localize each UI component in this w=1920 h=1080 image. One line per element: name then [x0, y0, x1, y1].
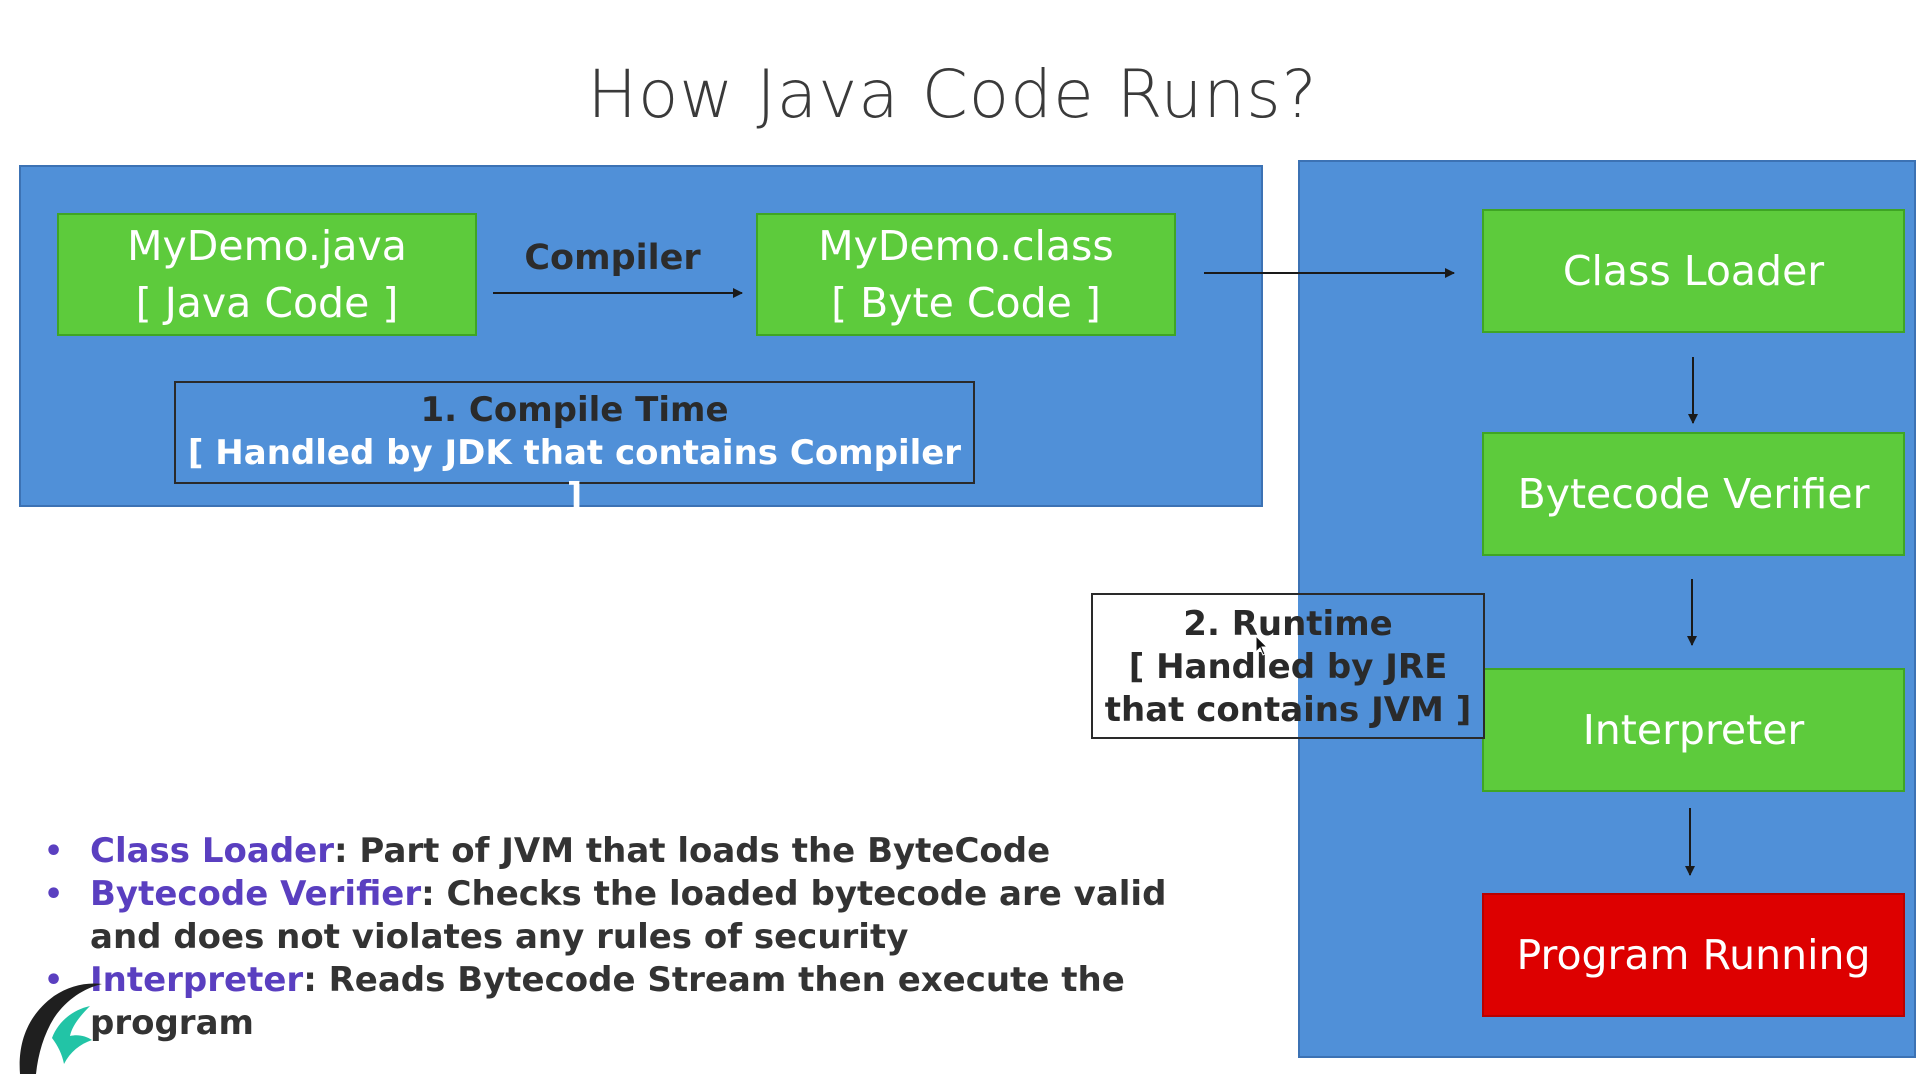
bullet-icon: •: [44, 834, 64, 869]
definition-term: Class Loader: [90, 831, 334, 871]
definition-text: : Checks the loaded bytecode are valid a…: [90, 874, 1167, 957]
definition-item: • Bytecode Verifier: Checks the loaded b…: [40, 873, 1240, 959]
compile-time-note-detail: [ Handled by JDK that contains Compiler …: [187, 433, 962, 516]
runtime-note-detail-1: [ Handled by JRE: [1128, 647, 1448, 687]
compile-time-note-heading: 1. Compile Time: [420, 390, 729, 430]
definition-term: Interpreter: [90, 960, 304, 1000]
compiler-label: Compiler: [524, 238, 701, 278]
bytecode-verifier-label: Bytecode Verifier: [1517, 469, 1870, 518]
mouse-cursor-icon: [1255, 635, 1269, 656]
class-file-name: MyDemo.class: [818, 221, 1114, 270]
source-file-box: MyDemo.java [ Java Code ]: [57, 213, 477, 336]
definition-item: • Class Loader: Part of JVM that loads t…: [40, 830, 1240, 873]
brand-logo-icon: [19, 983, 102, 1074]
program-running-label: Program Running: [1516, 931, 1871, 979]
definition-text: : Reads Bytecode Stream then execute the…: [90, 960, 1125, 1043]
class-file-box: MyDemo.class [ Byte Code ]: [756, 213, 1176, 336]
runtime-note-detail-2: that contains JVM ]: [1104, 690, 1472, 730]
bullet-icon: •: [44, 963, 64, 998]
interpreter-box: Interpreter: [1482, 668, 1905, 792]
runtime-note-heading: 2. Runtime: [1183, 604, 1393, 644]
runtime-note: 2. Runtime [ Handled by JRE that contain…: [1091, 593, 1485, 739]
program-running-box: Program Running: [1482, 893, 1905, 1017]
definition-text: : Part of JVM that loads the ByteCode: [334, 831, 1051, 871]
interpreter-label: Interpreter: [1582, 705, 1805, 754]
source-file-name: MyDemo.java: [127, 221, 407, 270]
bullet-icon: •: [44, 877, 64, 912]
class-loader-label: Class Loader: [1562, 246, 1825, 295]
definition-term: Bytecode Verifier: [90, 874, 422, 914]
bytecode-verifier-box: Bytecode Verifier: [1482, 432, 1905, 556]
slide-title: How Java Code Runs?: [587, 56, 1318, 133]
class-loader-box: Class Loader: [1482, 209, 1905, 333]
source-file-subtitle: [ Java Code ]: [135, 278, 399, 327]
compile-time-note: 1. Compile Time [ Handled by JDK that co…: [174, 381, 975, 516]
definition-item: • Interpreter: Reads Bytecode Stream the…: [40, 959, 1240, 1045]
definition-list: • Class Loader: Part of JVM that loads t…: [40, 830, 1240, 1045]
class-file-subtitle: [ Byte Code ]: [831, 278, 1101, 327]
